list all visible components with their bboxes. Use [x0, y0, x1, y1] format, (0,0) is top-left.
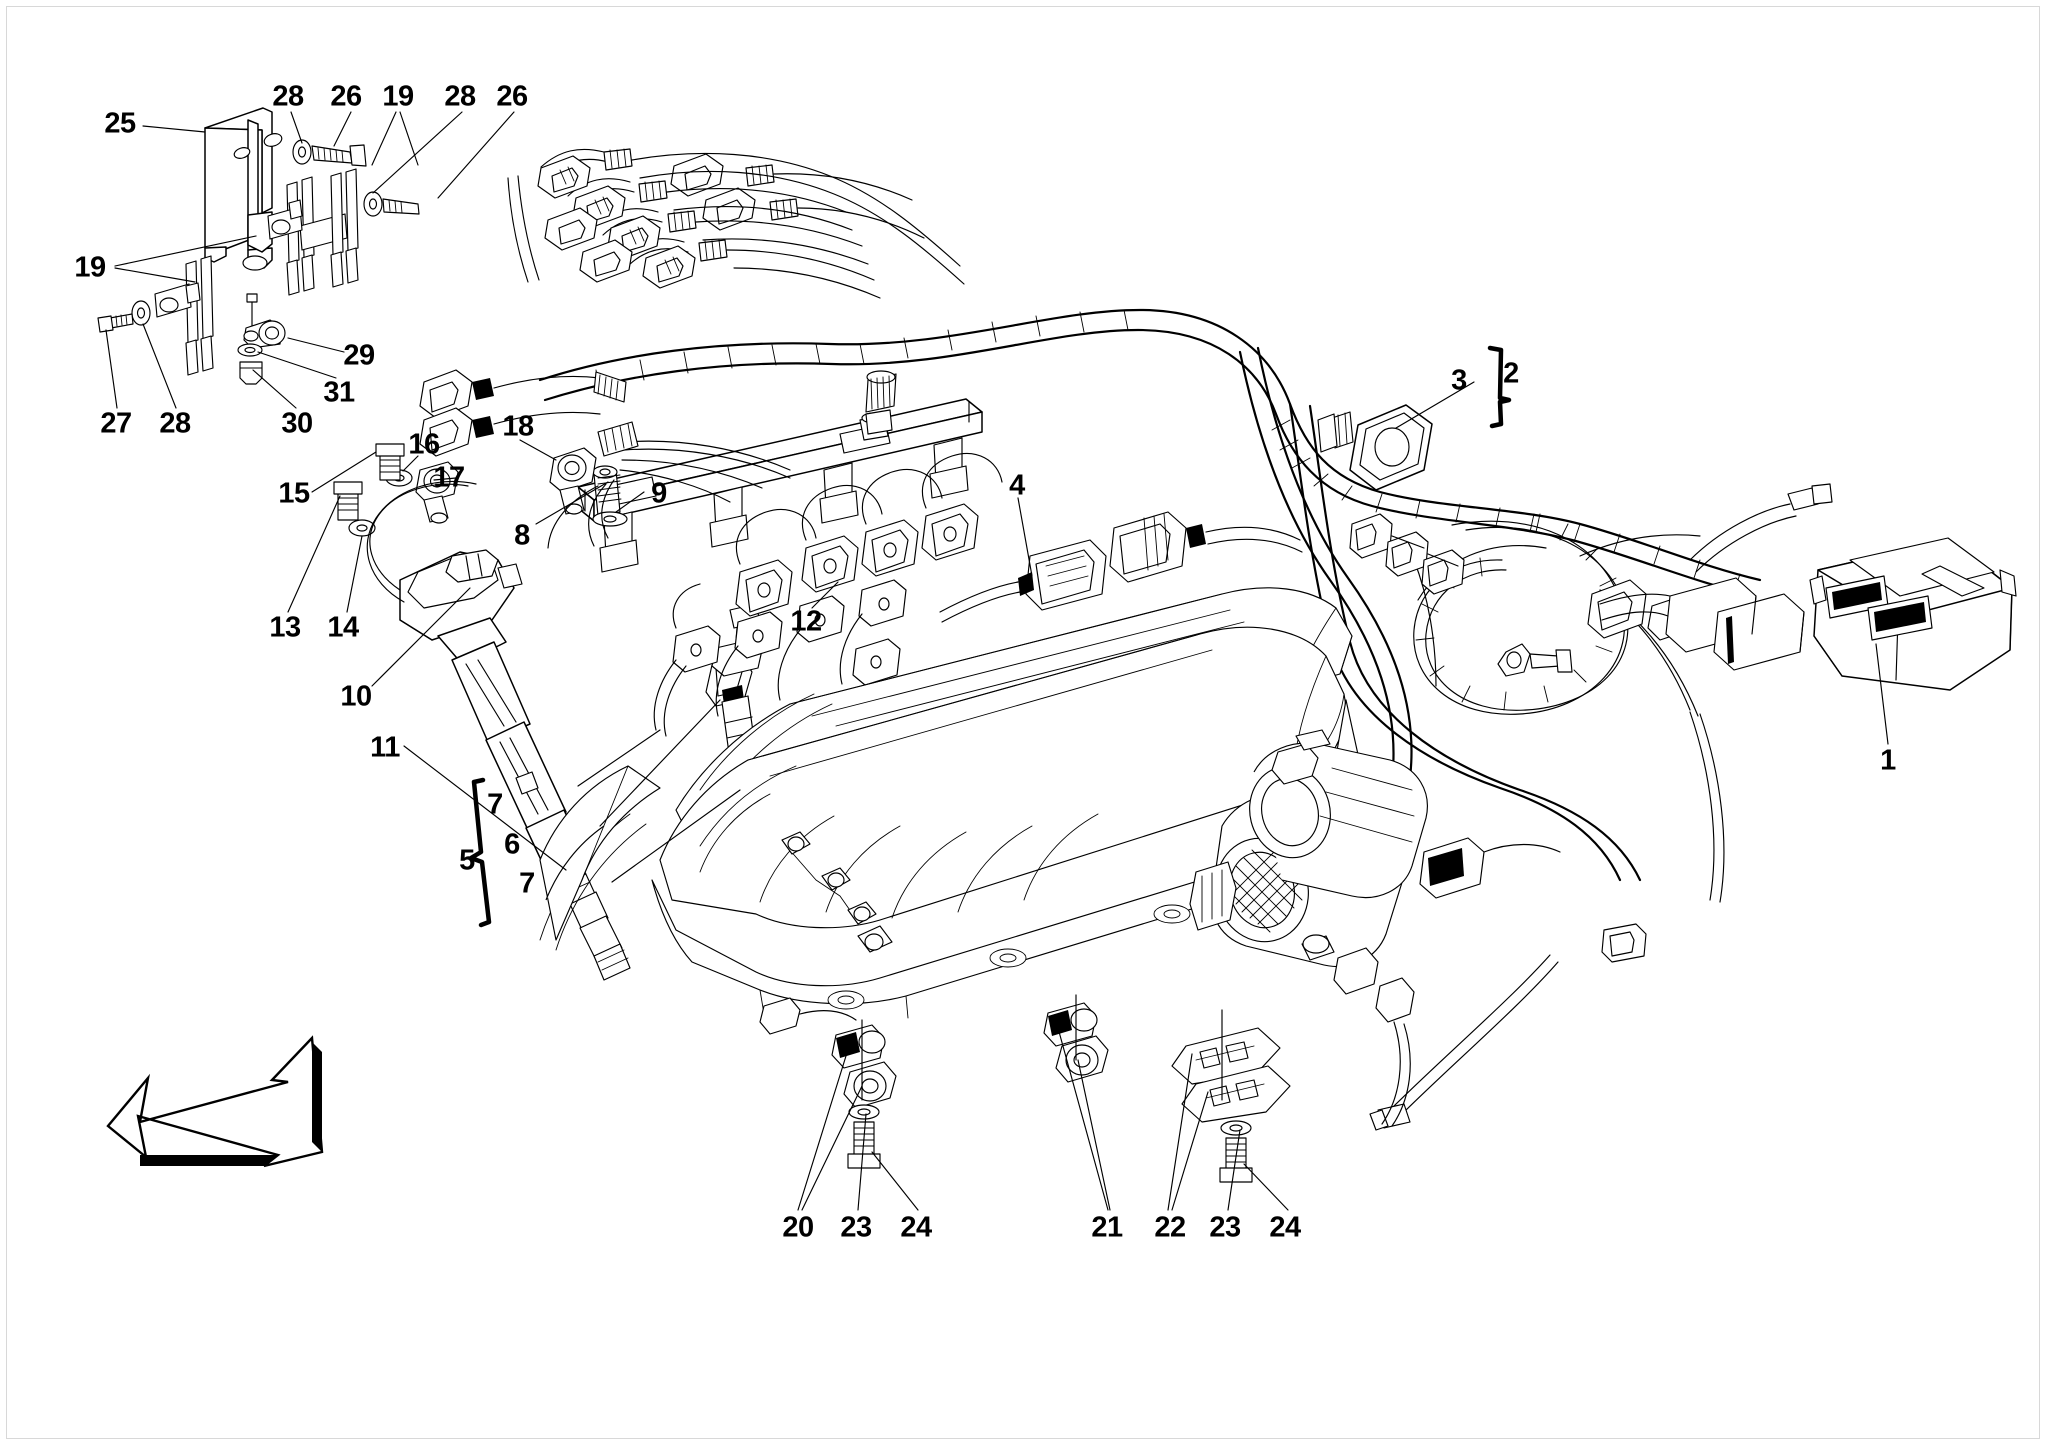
callout-number-14: 14 — [327, 611, 359, 644]
spark-plug-lead-loom — [507, 148, 965, 299]
washer-14 — [348, 519, 376, 537]
ignition-coil-10 — [366, 481, 581, 863]
callout-number-25: 25 — [104, 107, 136, 140]
ecu-module-1 — [1599, 537, 2017, 691]
callout-number-26: 26 — [496, 80, 528, 113]
callout-number-18: 18 — [502, 410, 534, 443]
mounting-bracket-25 — [204, 107, 283, 271]
callout-number-29: 29 — [343, 339, 375, 372]
connector-block-19-right — [267, 168, 359, 296]
callout-number-31: 31 — [323, 376, 355, 409]
bracket-2-marker — [1487, 345, 1512, 429]
callout-number-7: 7 — [487, 788, 503, 821]
callout-number-24: 24 — [1269, 1211, 1301, 1244]
harness-coil — [1413, 513, 1629, 715]
callout-number-21: 21 — [1091, 1211, 1123, 1244]
cable-clamp-loop-21b — [1055, 1035, 1109, 1083]
air-flow-meter — [1189, 729, 1561, 1127]
mount-plate-22b — [1181, 1065, 1291, 1123]
bolt-15 — [375, 443, 405, 481]
right-branch-cables — [1369, 483, 1833, 1131]
cable-clamp-29 — [243, 319, 286, 349]
callout-number-28: 28 — [444, 80, 476, 113]
screw-24-left — [847, 1121, 881, 1169]
washer-28-upper — [292, 139, 312, 165]
cable-clamp-20 — [831, 1024, 886, 1069]
rail-cup — [929, 437, 969, 499]
cable-clamp-17 — [415, 461, 459, 524]
callout-number-3: 3 — [1451, 364, 1467, 397]
callout-number-9: 9 — [651, 477, 667, 510]
callout-number-12: 12 — [790, 605, 822, 638]
main-engine-harness — [538, 308, 1833, 1131]
connector-cluster — [1349, 513, 1465, 595]
callout-number-10: 10 — [340, 680, 372, 713]
terminal-end — [1369, 1103, 1411, 1131]
injector-connector-row-12 — [653, 452, 1003, 737]
callout-number-27: 27 — [100, 407, 132, 440]
connector-block-19-left — [154, 255, 214, 376]
callout-number-28: 28 — [159, 407, 191, 440]
callout-number-19: 19 — [74, 251, 106, 284]
intake-manifold-cover — [539, 587, 1369, 1035]
cable-clamp-21 — [1043, 1002, 1098, 1047]
rail-cap — [865, 409, 893, 435]
callout-number-23: 23 — [840, 1211, 872, 1244]
callout-number-19: 19 — [382, 80, 414, 113]
callout-number-13: 13 — [269, 611, 301, 644]
callout-number-5: 5 — [459, 844, 475, 877]
callout-number-28: 28 — [272, 80, 304, 113]
fuel-rail-6 — [577, 370, 983, 573]
grommet-3 — [1317, 404, 1433, 491]
bracket-5-marker — [468, 777, 492, 928]
bolt-27 — [97, 313, 134, 333]
callout-number-26: 26 — [330, 80, 362, 113]
callout-number-6: 6 — [504, 828, 520, 861]
cable-clamp-18 — [549, 447, 597, 515]
callout-number-16: 16 — [408, 428, 440, 461]
washer-23-right — [1220, 1120, 1252, 1136]
callout-number-7: 7 — [519, 867, 535, 900]
rail-cup — [709, 486, 749, 548]
washer-28-right — [363, 191, 383, 217]
forward-direction-arrow — [106, 1035, 324, 1168]
callout-number-30: 30 — [281, 407, 313, 440]
bolt-26-upper — [311, 144, 367, 167]
knurled-cap-right — [865, 370, 897, 413]
rail-cup — [819, 462, 859, 524]
cable-clamp-loop-20b — [843, 1061, 897, 1109]
throttle-linkage — [781, 831, 893, 953]
washer-23-left — [848, 1104, 880, 1120]
callout-number-8: 8 — [514, 519, 530, 552]
small-connector-pair — [419, 369, 627, 457]
bolt-26-right — [382, 198, 420, 215]
washer-30 — [237, 343, 263, 357]
harness-connector-4 — [939, 539, 1107, 623]
callout-number-4: 4 — [1009, 469, 1025, 502]
callout-number-2: 2 — [1503, 357, 1519, 390]
rail-washer — [592, 511, 628, 527]
callout-number-17: 17 — [433, 461, 465, 494]
callout-number-15: 15 — [278, 477, 310, 510]
nut-31 — [239, 361, 263, 385]
callout-number-1: 1 — [1880, 744, 1896, 777]
callout-number-23: 23 — [1209, 1211, 1241, 1244]
callout-number-11: 11 — [370, 731, 400, 764]
callout-number-22: 22 — [1154, 1211, 1186, 1244]
manifold-sensor — [759, 997, 857, 1035]
wire-fanout — [547, 421, 791, 549]
harness-connector-right-of-4 — [1109, 511, 1303, 583]
leader-lines — [105, 111, 1889, 1211]
callout-number-20: 20 — [782, 1211, 814, 1244]
connector-plug-right — [1601, 923, 1647, 963]
washer-28-lower — [131, 300, 151, 326]
callout-number-24: 24 — [900, 1211, 932, 1244]
